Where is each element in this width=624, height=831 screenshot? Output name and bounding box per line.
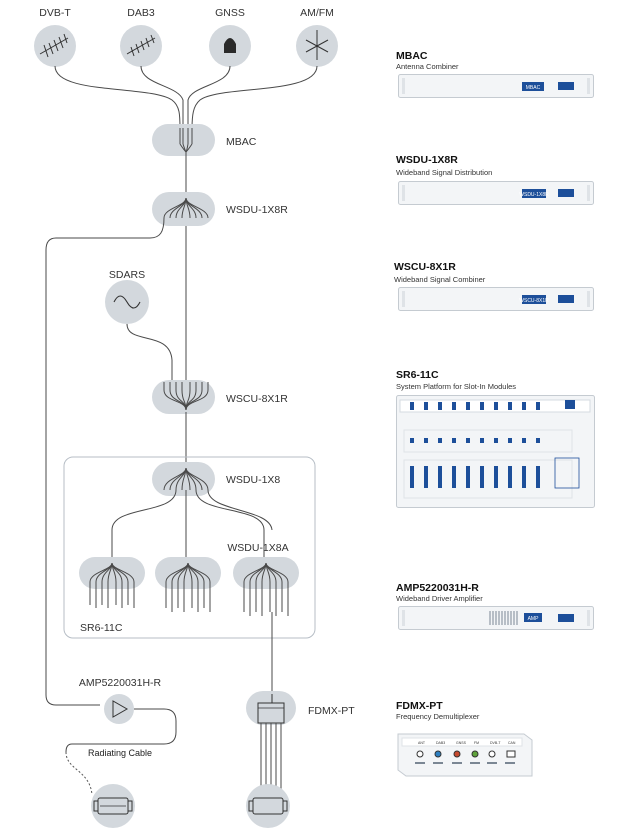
product-title-wsdu-1x8r: WSDU-1X8R [396, 154, 458, 166]
radiating-cable-end-device [91, 784, 135, 828]
product-image-fdmx-pt: ANT DAB3 GNSS FM DVB-T CAN [397, 733, 533, 777]
product-title-fdmx-pt: FDMX-PT [396, 700, 443, 712]
product-panel-text-mbac: MBAC [526, 85, 541, 91]
wsdu-1x8r-node [152, 192, 215, 226]
mbac-label: MBAC [226, 136, 257, 148]
splitter-left [79, 557, 145, 608]
product-image-wsdu-1x8r: WSDU-1X8R [398, 181, 594, 205]
wsdu-1x8r-label: WSDU-1X8R [226, 204, 288, 216]
product-subtitle-wscu-8x1r: Wideband Signal Combiner [394, 275, 486, 284]
product-panel-text-wsdu-1x8r: WSDU-1X8R [519, 192, 549, 198]
product-subtitle-sr6-11c: System Platform for Slot-In Modules [396, 382, 516, 391]
sdars-node [105, 280, 149, 324]
fdmx-panel-label-gnss: GNSS [456, 741, 467, 745]
fdmx-panel-label-can: CAN [508, 741, 516, 745]
amp-node [104, 694, 134, 724]
fdmx-panel-label-dvb-t: DVB-T [490, 741, 501, 745]
product-image-mbac: MBAC [398, 74, 594, 98]
antenna-label-am-fm: AM/FM [300, 7, 334, 19]
product-panel-text-amp: AMP [528, 616, 540, 622]
product-subtitle-fdmx-pt: Frequency Demultiplexer [396, 712, 480, 721]
wsdu-1x8-label: WSDU-1X8 [226, 474, 280, 486]
antenna-am-fm [296, 25, 338, 67]
product-title-wscu-8x1r: WSCU-8X1R [394, 261, 456, 273]
amp-label: AMP5220031H-R [79, 677, 162, 689]
sr6-11c-group [63, 456, 316, 639]
cable-sdars-to-wscu [126, 323, 173, 385]
cable-wsdu1x8r-to-amp [45, 217, 165, 706]
sdars-label: SDARS [109, 269, 145, 281]
radiating-cable-label: Radiating Cable [88, 748, 152, 758]
product-subtitle-wsdu-1x8r: Wideband Signal Distribution [396, 168, 492, 177]
product-image-wscu-8x1r: WSCU-8X1R [398, 287, 594, 311]
wsdu-1x8a-label: WSDU-1X8A [227, 542, 288, 554]
antenna-dab3 [120, 25, 162, 67]
cable-amp-out [65, 708, 177, 753]
splitter-right [233, 557, 299, 616]
product-image-amp: AMP [398, 606, 594, 630]
fdmx-panel-label-ant: ANT [418, 741, 426, 745]
sr6-11c-label: SR6-11C [80, 622, 123, 634]
fdmx-panel-label-dab3: DAB3 [436, 741, 445, 745]
antenna-dvb-t [34, 25, 76, 67]
mbac-node [152, 124, 215, 156]
fdmx-pt-label: FDMX-PT [308, 705, 355, 717]
antenna-label-dab3: DAB3 [127, 7, 155, 19]
product-title-amp: AMP5220031H-R [396, 582, 479, 594]
antenna-gnss [209, 25, 251, 67]
antenna-label-gnss: GNSS [215, 7, 245, 19]
antenna-label-dvb-t: DVB-T [39, 7, 71, 19]
fdmx-end-device [246, 784, 290, 828]
radiating-cable-line [65, 751, 93, 796]
product-subtitle-amp: Wideband Driver Amplifier [396, 594, 483, 603]
wsdu-1x8-node [152, 462, 215, 496]
product-title-sr6-11c: SR6-11C [396, 369, 439, 381]
wsdu-1x8-branches [111, 489, 273, 562]
fdmx-pt-node [246, 691, 296, 725]
wscu-8x1r-label: WSCU-8X1R [226, 393, 288, 405]
fdmx-panel-label-fm: FM [474, 741, 479, 745]
wscu-8x1r-node [152, 380, 215, 414]
antenna-feed-cables [54, 65, 318, 131]
product-panel-text-wscu-8x1r: WSCU-8X1R [519, 298, 549, 304]
product-image-sr6-11c [396, 395, 595, 508]
splitter-middle [155, 557, 221, 612]
product-subtitle-mbac: Antenna Combiner [396, 62, 459, 71]
product-title-mbac: MBAC [396, 50, 428, 62]
